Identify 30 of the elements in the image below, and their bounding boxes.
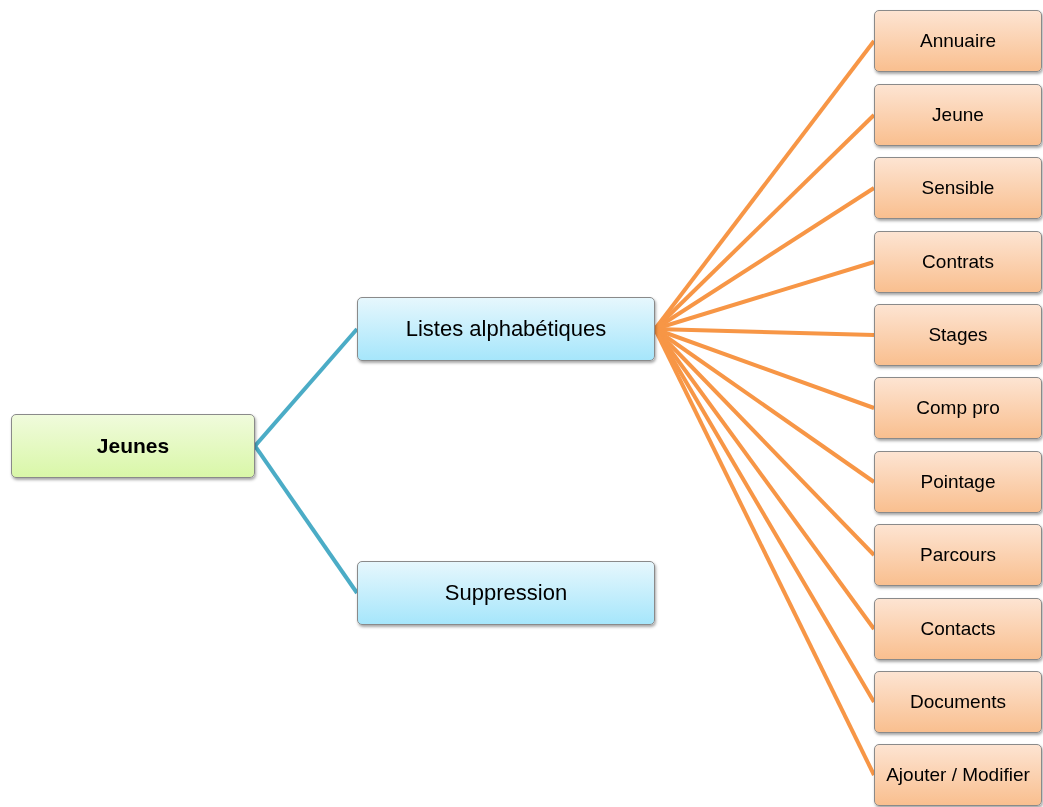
topic-box: [874, 304, 1042, 366]
topic-label: Contrats: [922, 251, 994, 273]
topic-label: Listes alphabétiques: [405, 316, 607, 342]
topic-box: [874, 377, 1042, 439]
topic-box: [874, 744, 1042, 806]
topic-label: Annuaire: [919, 30, 997, 52]
topic-label: Documents: [909, 691, 1007, 713]
topic-box: [357, 297, 655, 361]
topic-label: Contacts: [920, 618, 996, 640]
topic-box: [11, 414, 255, 478]
topic-box: [874, 10, 1042, 72]
topic-box: [874, 231, 1042, 293]
connector-line: [253, 444, 359, 595]
connector-line: [253, 327, 359, 448]
topic-box: [874, 451, 1042, 513]
topic-box: [357, 561, 655, 625]
topic-box: [874, 524, 1042, 586]
topic-box: [874, 598, 1042, 660]
topic-label: Stages: [928, 324, 988, 346]
topic-label: Jeune: [932, 104, 984, 126]
topic-label: Pointage: [920, 471, 996, 493]
topic-label: Comp pro: [916, 397, 1000, 419]
topic-label: Suppression: [444, 580, 568, 606]
topic-box: [874, 84, 1042, 146]
topic-box: [874, 157, 1042, 219]
topic-label: Sensible: [921, 177, 995, 199]
topic-box: [874, 671, 1042, 733]
topic-label: Ajouter / Modifier: [886, 764, 1030, 786]
topic-label: Jeunes: [96, 434, 170, 458]
topic-label: Parcours: [920, 544, 996, 566]
